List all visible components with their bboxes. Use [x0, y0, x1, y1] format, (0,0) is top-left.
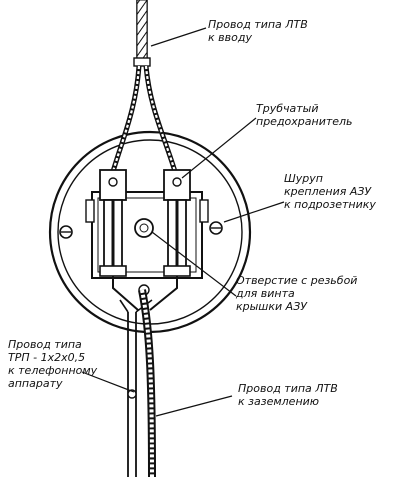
- mounting-screw-left: [59, 225, 73, 239]
- label-fuse: Трубчатый предохранитель: [256, 102, 353, 128]
- label-screw: Шуруп крепления АЗУ к подрозетнику: [284, 172, 376, 211]
- label-trp-wire: Провод типа ТРП - 1х2х0,5 к телефонному …: [8, 338, 98, 390]
- leader-screw: [223, 201, 285, 223]
- label-ground-wire: Провод типа ЛТВ к заземлению: [238, 382, 338, 408]
- threaded-hole: [134, 218, 154, 238]
- leader-fuse: [181, 117, 257, 179]
- mounting-screw-right: [209, 221, 223, 235]
- label-input-wire: Провод типа ЛТВ к вводу: [208, 18, 308, 44]
- label-hole: Отверстие с резьбой для винта крышки АЗУ: [236, 274, 358, 313]
- ground-cable: [138, 289, 156, 477]
- input-cable: [109, 0, 179, 176]
- leader-input: [150, 27, 207, 47]
- leader-trp: [81, 371, 135, 393]
- leader-ground: [155, 395, 233, 417]
- leader-hole: [151, 231, 237, 297]
- leader-lines: [81, 27, 285, 417]
